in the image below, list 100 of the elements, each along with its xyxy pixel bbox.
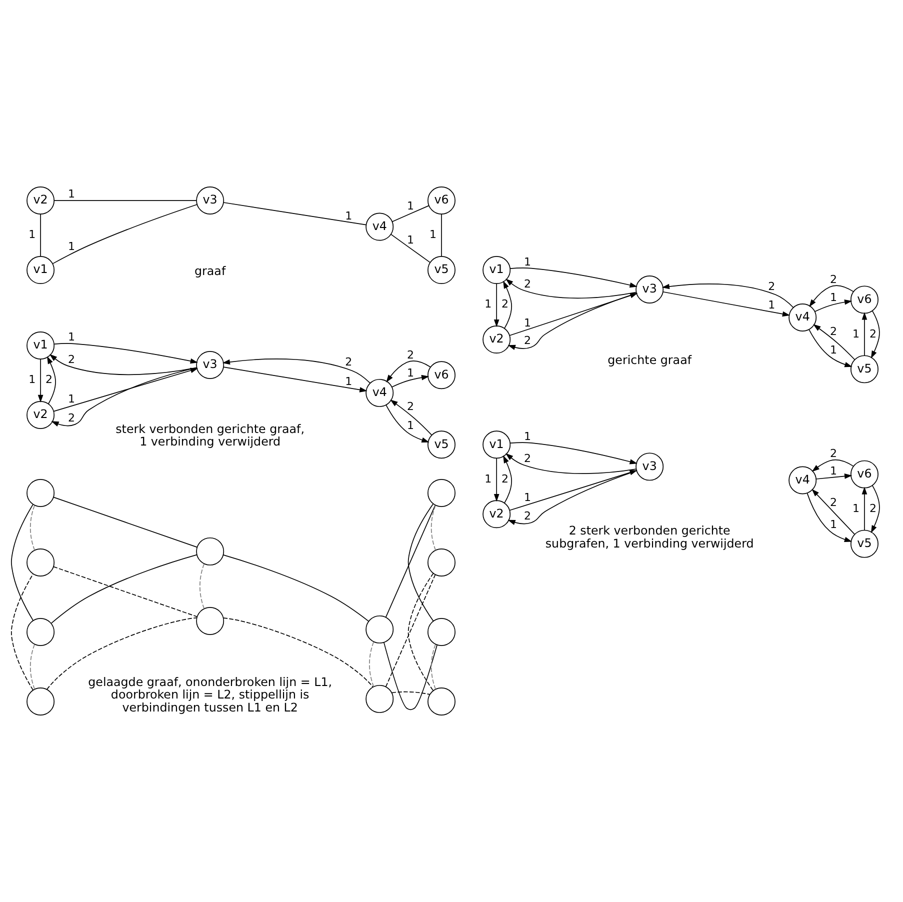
connector xyxy=(391,691,430,695)
node-circle: v3 xyxy=(636,452,664,481)
node-circle: v3 xyxy=(636,276,664,304)
edge-label: 1 xyxy=(830,343,838,356)
edge-label: 1 xyxy=(407,199,414,212)
connector xyxy=(385,574,436,688)
edge-label: 2 xyxy=(869,502,876,515)
edge-label: 1 xyxy=(407,418,414,432)
node-circle xyxy=(366,615,394,644)
node-circle: v2 xyxy=(482,326,511,354)
node-circle: v6 xyxy=(850,460,878,488)
edge-label: 2 xyxy=(407,400,414,414)
node-circle xyxy=(428,688,456,716)
connector xyxy=(53,566,198,618)
node-circle xyxy=(366,684,394,713)
connector xyxy=(50,554,198,624)
edge-label: 2 xyxy=(869,327,876,340)
edge-label: 2 xyxy=(830,446,838,460)
node-circle xyxy=(428,618,456,646)
connector xyxy=(54,200,197,201)
arrow xyxy=(38,358,44,403)
arrow xyxy=(47,356,56,404)
node-circle: v2 xyxy=(26,400,55,429)
node-circle xyxy=(196,537,224,566)
arrow xyxy=(662,284,794,308)
arrow xyxy=(506,453,637,474)
edge-label: 2 xyxy=(68,352,75,366)
edge-label: 1 xyxy=(68,187,75,200)
connector xyxy=(223,202,366,226)
arrow xyxy=(808,329,852,368)
edge-label: 1 xyxy=(524,255,532,268)
arrow xyxy=(813,324,856,360)
arrow xyxy=(812,459,854,472)
edge-label: 1 xyxy=(68,330,75,344)
edge-label: 1 xyxy=(830,464,838,478)
edge-label: 2 xyxy=(830,496,838,510)
edge-label: 2 xyxy=(46,373,53,386)
label: sterk verbonden gerichte graaf, 1 verbinding verwijderd xyxy=(116,422,305,449)
connector xyxy=(441,214,442,257)
arrow xyxy=(870,310,880,358)
node-circle: v2 xyxy=(26,186,55,214)
node-circle: v4 xyxy=(366,378,394,407)
node-circle: v3 xyxy=(196,186,224,214)
node-circle xyxy=(26,618,55,646)
connector xyxy=(53,496,198,548)
node-circle xyxy=(26,688,55,716)
node-circle: v6 xyxy=(428,361,456,390)
edge-label: 2 xyxy=(524,452,532,465)
node-circle: v5 xyxy=(850,530,878,558)
edge-label: 1 xyxy=(430,228,437,242)
edge-label: 1 xyxy=(28,373,36,386)
node-circle: v2 xyxy=(482,500,511,528)
connector xyxy=(383,642,438,710)
edge-label: 2 xyxy=(502,472,509,486)
edge-label: 2 xyxy=(524,510,532,523)
edge-label: 2 xyxy=(502,298,509,311)
edge-label: 2 xyxy=(524,277,532,290)
edge-label: 1 xyxy=(852,502,860,515)
arrow xyxy=(510,268,638,288)
arrow xyxy=(814,300,852,312)
connector xyxy=(430,504,436,551)
label: graaf xyxy=(194,264,226,278)
edge-label: 1 xyxy=(484,298,492,311)
node-circle xyxy=(26,548,55,576)
node-circle: v4 xyxy=(788,304,817,332)
node-circle: v5 xyxy=(850,355,878,384)
arrow xyxy=(662,291,790,317)
node-circle xyxy=(26,478,55,507)
edge-label: 1 xyxy=(345,374,352,388)
edge-label: 1 xyxy=(524,430,532,443)
arrow xyxy=(503,455,512,504)
edge-label: 2 xyxy=(345,355,352,368)
edge-label: 2 xyxy=(768,280,776,293)
arrow xyxy=(222,358,370,384)
arrow xyxy=(812,488,855,534)
connector xyxy=(30,504,36,551)
edge-label: 1 xyxy=(768,298,776,312)
connector xyxy=(222,618,374,688)
node-circle: v1 xyxy=(26,331,55,360)
edge-label: 1 xyxy=(68,240,75,254)
edge-label: 1 xyxy=(524,316,532,330)
arrow xyxy=(392,374,430,388)
node-circle: v5 xyxy=(428,256,456,284)
connector xyxy=(52,204,198,264)
arrow xyxy=(870,485,880,534)
label: gerichte graaf xyxy=(608,352,692,367)
connector xyxy=(408,572,434,691)
node-circle: v1 xyxy=(482,430,511,459)
node-circle: v4 xyxy=(366,212,394,241)
edge-label: 2 xyxy=(524,334,532,348)
connector xyxy=(46,617,198,690)
node-circle: v5 xyxy=(428,430,456,459)
edge-label: 1 xyxy=(830,290,838,304)
arrow xyxy=(386,360,431,382)
connector xyxy=(392,205,430,222)
connector xyxy=(10,504,34,621)
arrow xyxy=(503,280,512,329)
edge-label: 1 xyxy=(524,490,532,504)
edge-label: 1 xyxy=(852,327,860,340)
node-circle: v1 xyxy=(482,256,511,284)
